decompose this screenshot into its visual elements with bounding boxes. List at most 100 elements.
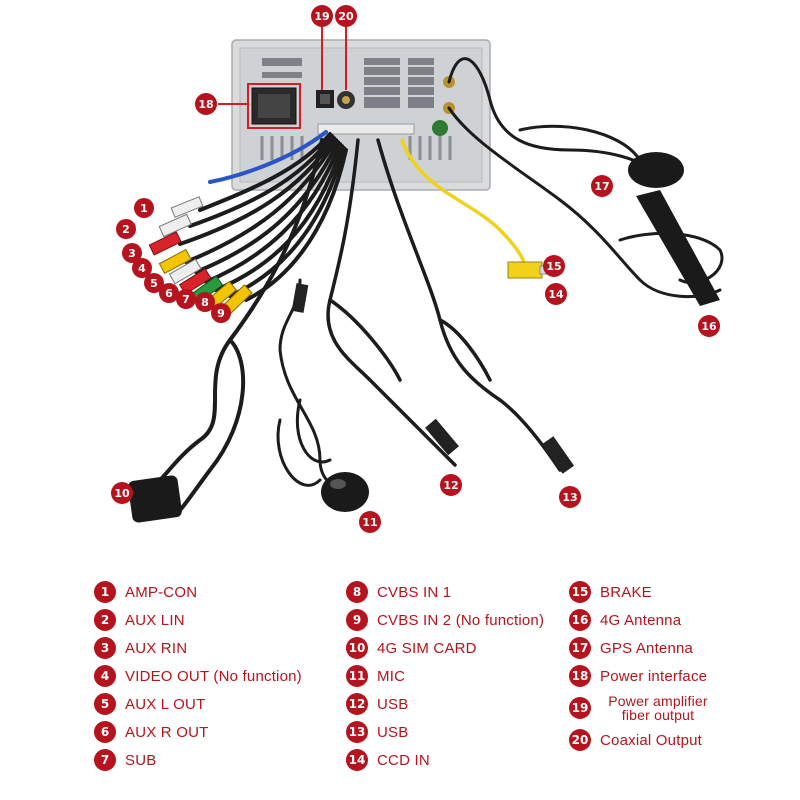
legend-number: 9 xyxy=(346,609,368,631)
callout-badges: 1 2 3 4 5 6 7 8 9 10 11 12 13 14 15 16 1… xyxy=(111,5,720,533)
legend-label: GPS Antenna xyxy=(600,639,694,657)
gps-antenna xyxy=(628,152,684,188)
legend-item-13: 13 USB xyxy=(346,718,544,746)
legend-label: USB xyxy=(377,695,409,713)
callout-12: 12 xyxy=(440,474,462,496)
microphone xyxy=(321,472,369,512)
callout-11: 11 xyxy=(359,511,381,533)
svg-text:15: 15 xyxy=(546,260,561,273)
legend-label: MIC xyxy=(377,667,406,685)
sim-card-cable xyxy=(158,138,324,512)
svg-text:3: 3 xyxy=(128,247,136,260)
svg-text:9: 9 xyxy=(217,307,225,320)
legend-number: 3 xyxy=(94,637,116,659)
legend-label: CCD IN xyxy=(377,751,430,769)
legend-number: 5 xyxy=(94,693,116,715)
callout-18: 18 xyxy=(195,93,217,115)
legend-number: 20 xyxy=(569,729,591,751)
callout-13: 13 xyxy=(559,486,581,508)
callout-14: 14 xyxy=(545,283,567,305)
legend-number: 11 xyxy=(346,665,368,687)
rca-plugs xyxy=(148,196,253,315)
legend-number: 13 xyxy=(346,721,368,743)
svg-text:16: 16 xyxy=(701,320,717,333)
callout-7: 7 xyxy=(176,289,196,309)
legend-number: 12 xyxy=(346,693,368,715)
legend-label: AMP-CON xyxy=(125,583,198,601)
legend-number: 10 xyxy=(346,637,368,659)
legend-number: 4 xyxy=(94,665,116,687)
svg-text:18: 18 xyxy=(198,98,213,111)
legend-label: VIDEO OUT (No function) xyxy=(125,667,302,685)
svg-text:19: 19 xyxy=(314,10,329,23)
mic-cable xyxy=(276,278,342,487)
legend-item-11: 11 MIC xyxy=(346,662,544,690)
callout-20: 20 xyxy=(335,5,357,27)
callout-4: 4 xyxy=(132,258,152,278)
legend-item-9: 9 CVBS IN 2 (No function) xyxy=(346,606,544,634)
legend-label: AUX L OUT xyxy=(125,695,206,713)
callout-15: 15 xyxy=(543,255,565,277)
legend-label: Coaxial Output xyxy=(600,731,703,749)
legend-item-5: 5 AUX L OUT xyxy=(94,690,302,718)
legend-label: 4G Antenna xyxy=(600,611,682,629)
legend-label: Power amplifier fiber output xyxy=(608,693,708,723)
legend-number: 8 xyxy=(346,581,368,603)
legend-label: CVBS IN 1 xyxy=(377,583,452,601)
svg-text:20: 20 xyxy=(338,10,354,23)
legend-item-18: 18 Power interface xyxy=(569,662,717,690)
legend-number: 16 xyxy=(569,609,591,631)
legend-label: AUX R OUT xyxy=(125,723,209,741)
legend-item-2: 2 AUX LIN xyxy=(94,606,302,634)
legend-item-3: 3 AUX RIN xyxy=(94,634,302,662)
connector-legend: 1 AMP-CON 2 AUX LIN 3 AUX RIN 4 VIDEO OUT (N… xyxy=(0,578,800,800)
usb-cable-13 xyxy=(376,138,562,472)
callout-5: 5 xyxy=(144,273,164,293)
legend-number: 14 xyxy=(346,749,368,771)
svg-text:4: 4 xyxy=(138,262,146,275)
legend-number: 18 xyxy=(569,665,591,687)
svg-text:11: 11 xyxy=(362,516,377,529)
power-interface-highlight xyxy=(247,83,301,129)
svg-text:1: 1 xyxy=(140,202,148,215)
callout-9: 9 xyxy=(211,303,231,323)
legend-number: 2 xyxy=(94,609,116,631)
legend-item-12: 12 USB xyxy=(346,690,544,718)
callout-2: 2 xyxy=(116,219,136,239)
legend-item-19: 19 Power amplifier fiber output xyxy=(569,690,717,726)
4g-antenna xyxy=(636,190,720,306)
legend-number: 1 xyxy=(94,581,116,603)
legend-item-10: 10 4G SIM CARD xyxy=(346,634,544,662)
callout-19: 19 xyxy=(311,5,333,27)
wiring-diagram: 1 2 3 4 5 6 7 8 9 10 11 12 13 14 15 16 1… xyxy=(111,5,724,533)
legend-label: USB xyxy=(377,723,409,741)
svg-text:7: 7 xyxy=(182,293,190,306)
ccd-cable xyxy=(400,138,527,270)
svg-text:12: 12 xyxy=(443,479,458,492)
leader-lines xyxy=(218,26,347,105)
legend-item-16: 16 4G Antenna xyxy=(569,606,717,634)
legend-item-4: 4 VIDEO OUT (No function) xyxy=(94,662,302,690)
legend-column-1: 1 AMP-CON 2 AUX LIN 3 AUX RIN 4 VIDEO OUT (N… xyxy=(94,578,302,774)
legend-label: 4G SIM CARD xyxy=(377,639,477,657)
callout-16: 16 xyxy=(698,315,720,337)
svg-text:5: 5 xyxy=(150,277,158,290)
legend-label: AUX LIN xyxy=(125,611,185,629)
callout-3: 3 xyxy=(122,243,142,263)
usb-cable-12 xyxy=(326,138,457,467)
svg-text:14: 14 xyxy=(548,288,564,301)
head-unit xyxy=(231,39,491,191)
callout-10: 10 xyxy=(111,482,133,504)
legend-number: 17 xyxy=(569,637,591,659)
gps-antenna-cable xyxy=(447,57,652,172)
legend-item-17: 17 GPS Antenna xyxy=(569,634,717,662)
legend-label: AUX RIN xyxy=(125,639,188,657)
callout-8: 8 xyxy=(195,292,215,312)
svg-text:10: 10 xyxy=(114,487,130,500)
svg-text:2: 2 xyxy=(122,223,130,236)
legend-label: CVBS IN 2 (No function) xyxy=(377,611,545,629)
legend-number: 19 xyxy=(569,697,591,719)
legend-label: Power interface xyxy=(600,667,708,685)
